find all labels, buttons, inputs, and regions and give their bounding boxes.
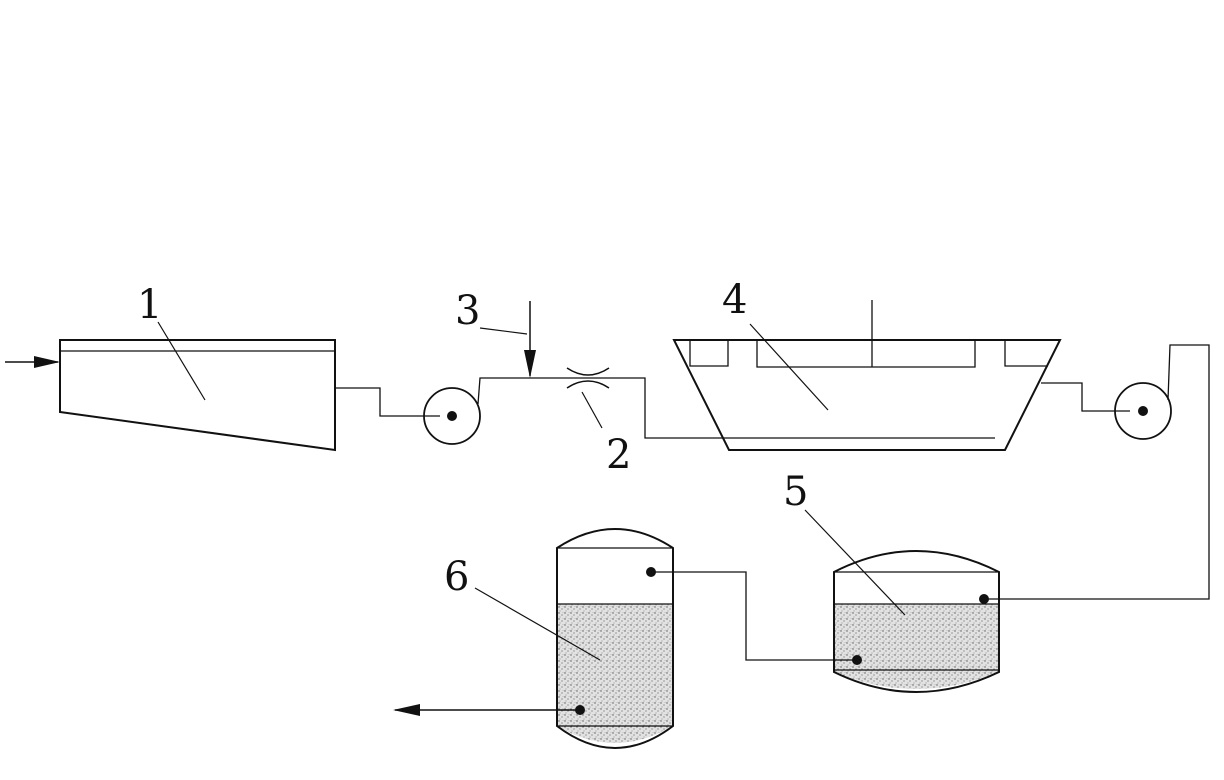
pipe-filter5-filter6 [651, 571, 857, 661]
settling-basin-4 [672, 300, 1062, 451]
filter-vessel-6 [556, 528, 674, 749]
pipe-pump1-settler [477, 377, 995, 439]
pump-2 [1114, 382, 1172, 440]
pipe-pump2-filter5 [984, 344, 1210, 600]
leader-4 [749, 323, 829, 411]
pipe-basin-pump2 [1041, 382, 1130, 412]
leader-3 [479, 327, 528, 335]
label-2: 2 [606, 432, 631, 478]
filter-vessel-5 [833, 550, 1000, 693]
label-4: 4 [722, 277, 747, 323]
leader-2 [581, 391, 603, 429]
dosing-arrow [524, 301, 536, 378]
leader-5 [804, 509, 906, 616]
outlet-arrow [393, 704, 580, 716]
label-6: 6 [444, 554, 469, 600]
label-1: 1 [137, 282, 162, 328]
leader-6 [474, 587, 601, 661]
tank-1 [59, 339, 336, 452]
static-mixer-2 [566, 367, 610, 389]
pump-1 [423, 387, 481, 445]
inlet-arrow [5, 356, 60, 368]
label-5: 5 [783, 469, 808, 515]
leader-1 [157, 321, 206, 401]
label-3: 3 [455, 288, 480, 334]
pipe-tank1-pump1 [335, 387, 440, 417]
